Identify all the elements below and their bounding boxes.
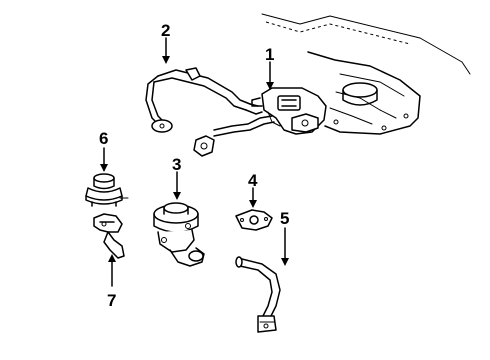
bracket-part-7 — [93, 213, 125, 259]
engine-valve-cover — [261, 13, 471, 135]
callout-2: 2 — [161, 21, 170, 40]
egr-valve-part-3 — [153, 202, 205, 267]
callout-4: 4 — [248, 171, 258, 190]
hose-part-5 — [235, 256, 281, 333]
leader-lines — [100, 37, 289, 287]
callout-5: 5 — [280, 209, 289, 228]
callout-7: 7 — [107, 291, 116, 310]
modulator-part-6 — [85, 173, 129, 207]
callout-3: 3 — [172, 155, 181, 174]
gasket-part-4 — [235, 209, 273, 231]
egr-valve-assembly-part-1 — [251, 87, 327, 135]
callout-1: 1 — [265, 45, 274, 64]
egr-tube-part-2 — [145, 67, 275, 157]
callout-6: 6 — [99, 129, 108, 148]
